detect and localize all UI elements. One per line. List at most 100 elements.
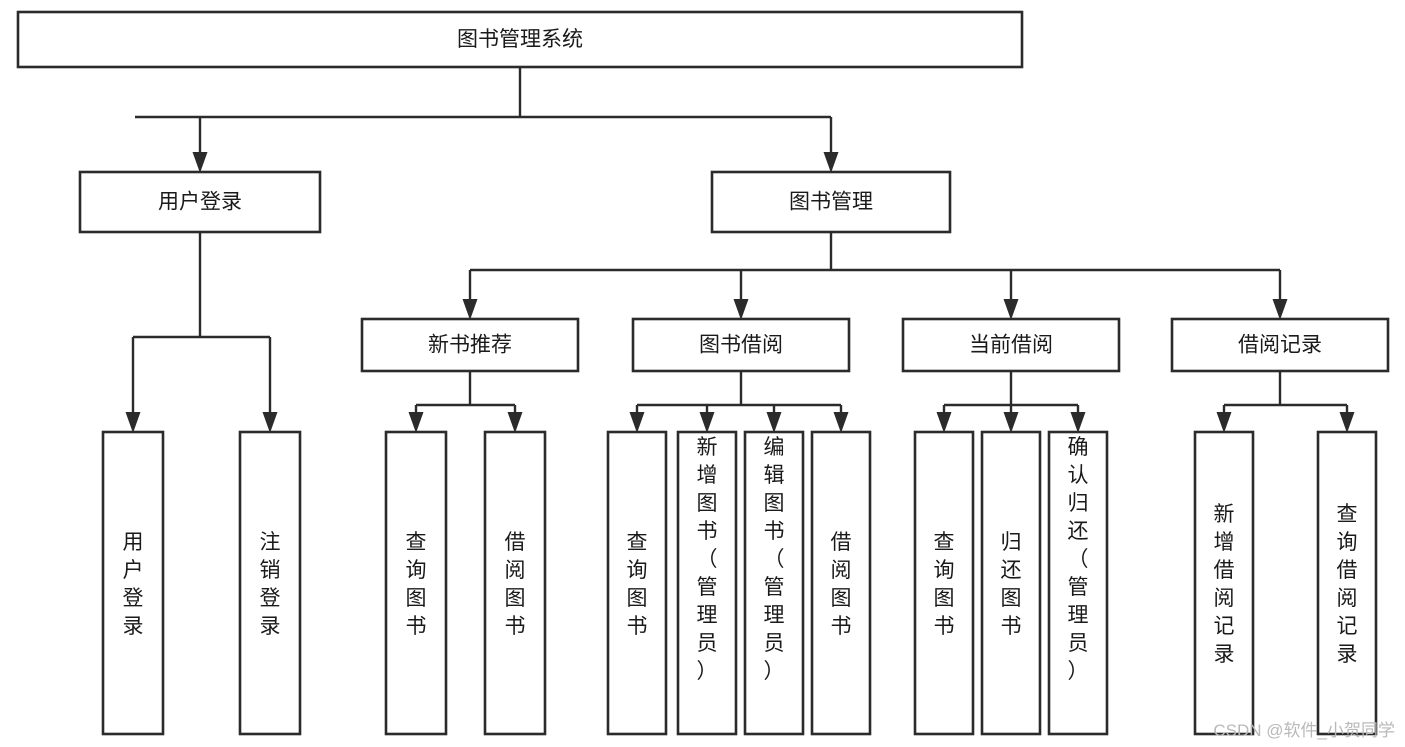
node-label: 编辑图书（管理员） [764,436,785,683]
node-n-book-mgmt[interactable]: 图书管理 [710,170,952,234]
node-box[interactable] [483,430,547,736]
node-box[interactable] [360,317,580,373]
edge-n-book-mgmt-to-n-current [1003,270,1019,320]
edge-n-book-mgmt-to-n-new-rec [462,270,478,320]
node-n-current[interactable]: 当前借阅 [901,317,1121,373]
node-l-user-logout[interactable]: 注销登录 [238,430,302,736]
node-l-cur-return[interactable]: 归还图书 [980,430,1042,736]
arrowhead-icon [936,412,952,433]
node-box[interactable] [1170,317,1390,373]
connector-bus-borrow [637,371,841,407]
arrowhead-icon [823,152,839,173]
node-label: 借阅图书 [831,531,852,638]
connector-bus-mgmt [470,232,1280,272]
node-label: 新增借阅记录 [1214,503,1235,666]
arrowhead-icon [1339,412,1355,433]
arrowhead-icon [507,412,523,433]
node-label: 新增图书（管理员） [697,436,718,683]
node-l-cur-query[interactable]: 查询图书 [913,430,975,736]
arrowhead-icon [1070,412,1086,433]
edge-root-to-n-book-mgmt [823,117,839,173]
edge-n-borrow-to-l-bk-query [629,405,645,433]
connector-bus-login [133,232,270,339]
edge-n-login-to-l-user-logout [262,337,278,433]
node-box[interactable] [631,317,851,373]
node-label: 查询借阅记录 [1337,503,1358,666]
node-label: 图书管理系统 [457,28,583,51]
edge-root-to-n-login [192,117,208,173]
node-box[interactable] [676,430,738,736]
node-label: 图书管理 [789,191,873,214]
node-l-cur-confirm[interactable]: 确认归还（管理员） [1047,430,1109,736]
node-box[interactable] [901,317,1121,373]
arrowhead-icon [1216,412,1232,433]
node-l-bk-query[interactable]: 查询图书 [606,430,668,736]
node-l-bk-add[interactable]: 新增图书（管理员） [676,430,738,736]
node-label: 确认归还（管理员） [1068,436,1089,683]
node-label: 查询图书 [934,531,955,638]
node-n-history[interactable]: 借阅记录 [1170,317,1390,373]
connector-bus-rec [416,371,515,407]
node-box[interactable] [1047,430,1109,736]
node-box[interactable] [1316,430,1378,736]
node-root[interactable]: 图书管理系统 [16,10,1024,69]
edge-n-new-rec-to-l-rec-borrow [507,405,523,433]
edge-n-current-to-l-cur-confirm [1070,405,1086,433]
edge-n-login-to-l-user-login [125,337,141,433]
arrowhead-icon [766,412,782,433]
node-label: 注销登录 [260,531,281,638]
node-label: 借阅图书 [505,531,526,638]
node-l-rec-borrow[interactable]: 借阅图书 [483,430,547,736]
node-box[interactable] [1193,430,1255,736]
arrowhead-icon [125,412,141,433]
node-n-login[interactable]: 用户登录 [78,170,322,234]
connector-bus-current [944,371,1078,407]
edges-layer [125,67,1355,433]
node-box[interactable] [238,430,302,736]
csdn-watermark: CSDN @软件_小贺同学 [1213,721,1395,740]
node-box[interactable] [384,430,448,736]
node-l-rec-query[interactable]: 查询图书 [384,430,448,736]
node-l-user-login[interactable]: 用户登录 [101,430,165,736]
arrowhead-icon [1272,299,1288,320]
node-n-new-rec[interactable]: 新书推荐 [360,317,580,373]
node-label: 归还图书 [1001,531,1022,638]
node-box[interactable] [913,430,975,736]
node-l-his-add[interactable]: 新增借阅记录 [1193,430,1255,736]
node-label: 图书借阅 [699,334,783,357]
node-l-bk-edit[interactable]: 编辑图书（管理员） [743,430,805,736]
connector-bus-history [1224,371,1347,407]
node-box[interactable] [101,430,165,736]
arrowhead-icon [1003,412,1019,433]
node-box[interactable] [606,430,668,736]
arrowhead-icon [833,412,849,433]
arrowhead-icon [629,412,645,433]
node-label: 查询图书 [627,531,648,638]
arrowhead-icon [192,152,208,173]
edge-n-history-to-l-his-add [1216,405,1232,433]
node-box[interactable] [16,10,1024,69]
nodes-layer: 图书管理系统用户登录图书管理新书推荐图书借阅当前借阅借阅记录用户登录注销登录查询… [16,10,1390,736]
edge-n-book-mgmt-to-n-history [1272,270,1288,320]
arrowhead-icon [262,412,278,433]
node-box[interactable] [743,430,805,736]
node-label: 查询图书 [406,531,427,638]
node-box[interactable] [78,170,322,234]
node-l-his-query[interactable]: 查询借阅记录 [1316,430,1378,736]
node-box[interactable] [980,430,1042,736]
arrowhead-icon [733,299,749,320]
node-label: 新书推荐 [428,334,512,357]
node-box[interactable] [710,170,952,234]
edge-n-current-to-l-cur-return [1003,405,1019,433]
edge-n-book-mgmt-to-n-borrow [733,270,749,320]
node-box[interactable] [810,430,872,736]
node-l-bk-borrow[interactable]: 借阅图书 [810,430,872,736]
node-n-borrow[interactable]: 图书借阅 [631,317,851,373]
arrowhead-icon [699,412,715,433]
node-label: 用户登录 [158,191,242,214]
edge-n-borrow-to-l-bk-add [699,405,715,433]
connector-bus-root [135,67,831,119]
edge-n-history-to-l-his-query [1339,405,1355,433]
